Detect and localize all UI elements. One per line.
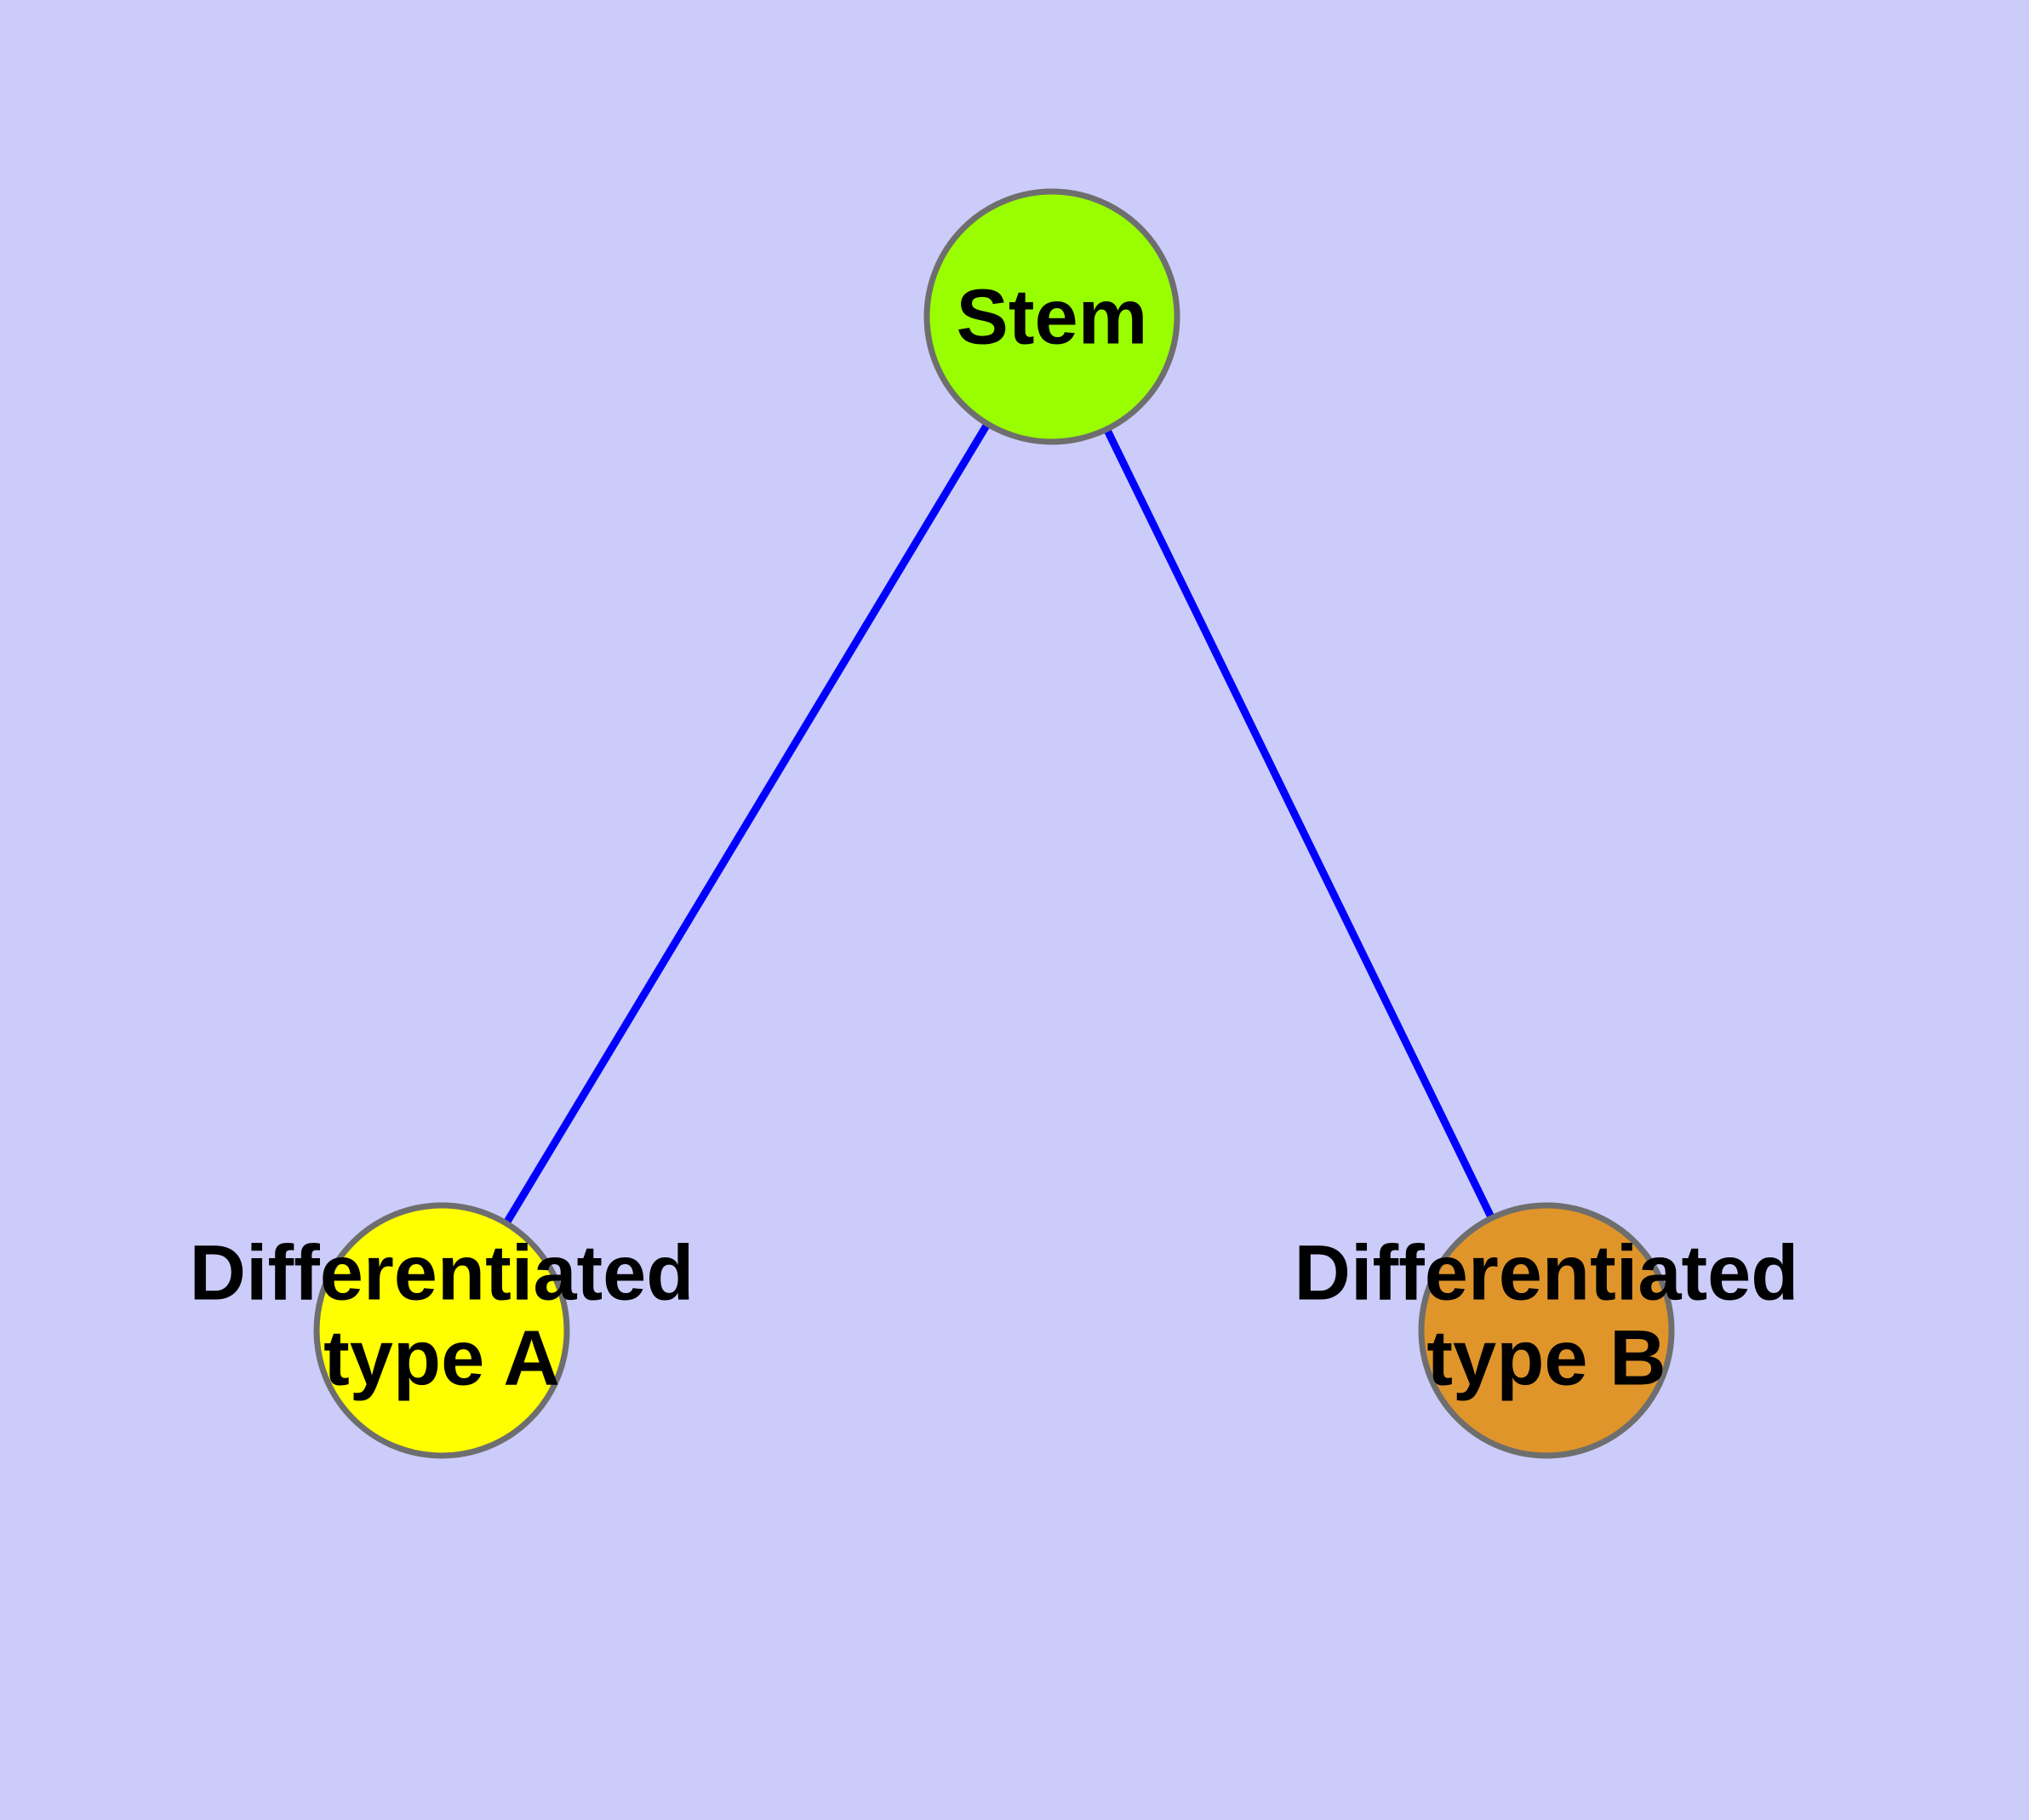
node-circle-diff_a[interactable] [313, 1202, 570, 1459]
node-label-line: Differentiated [1295, 1229, 1799, 1316]
node-label-line: Stem [957, 273, 1148, 360]
edge-stem-to-diff-b[interactable] [1048, 315, 1551, 1332]
node-label-line: Differentiated [190, 1229, 694, 1316]
edges-layer [438, 314, 1551, 1333]
node-circle-diff_b[interactable] [1418, 1202, 1675, 1459]
node-circle-stem[interactable] [923, 188, 1180, 445]
edge-stem-to-diff-a[interactable] [438, 314, 1055, 1333]
node-label-line: type B [1426, 1314, 1666, 1401]
node-label-line: type A [323, 1314, 560, 1401]
nodes-layer [313, 188, 1675, 1459]
node-label-stem: Stem [957, 273, 1148, 360]
